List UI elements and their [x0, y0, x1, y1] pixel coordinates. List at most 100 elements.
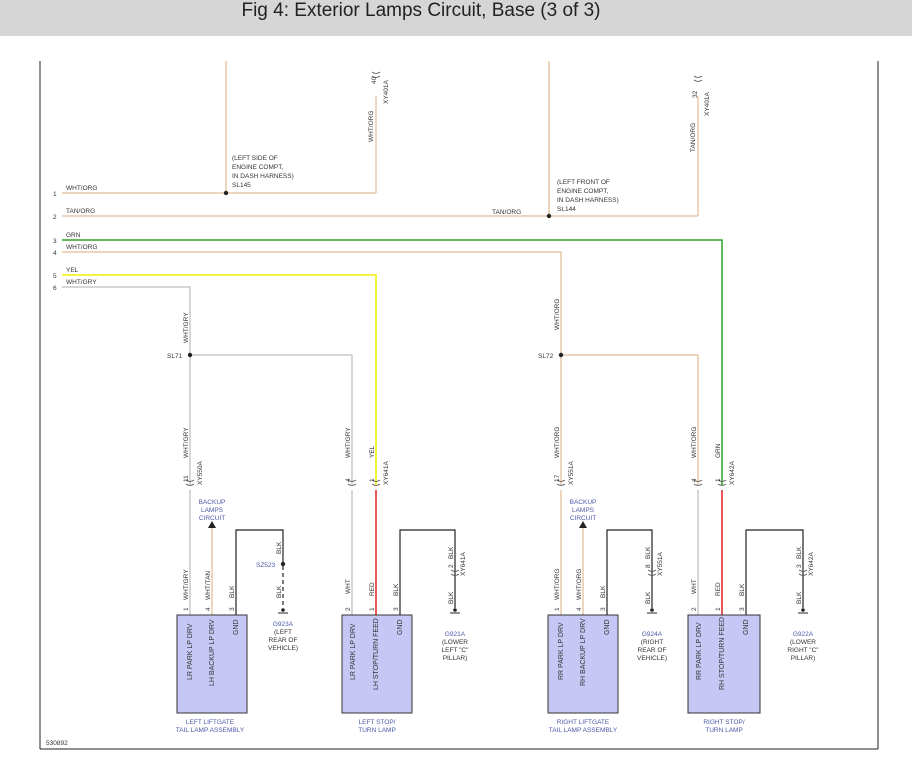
input-5-num: 5 — [53, 273, 57, 280]
label-stop-left-wht: WHT — [345, 579, 352, 594]
sl145-line4: SL145 — [232, 182, 251, 189]
wire-label-left-wht-gry: WHT/GRY — [183, 427, 190, 458]
label-stop-left-blk: BLK — [393, 583, 400, 596]
g922a-conn-id: XY642A — [808, 551, 815, 576]
wire-left-blk — [235, 529, 284, 615]
connector-stop-left-4: 4 — [345, 478, 357, 486]
backup-left-line1: BACKUP — [199, 499, 226, 506]
right-liftgate-label-1: RR PARK LP DRV — [558, 622, 565, 680]
g924a-conn-pin: 8 — [645, 564, 652, 568]
wire-label-stop-wht-gry: WHT/GRY — [345, 427, 352, 458]
pin-left-liftgate-3: 3 — [229, 607, 236, 611]
component-left-liftgate-tail-lamp: 1 4 3 LR PARK LP DRV LH BACKUP LP DRV GN… — [176, 607, 248, 734]
connector-xy551a-17: 17 XY551A — [554, 460, 575, 486]
g922a-line1: G922A — [793, 631, 814, 638]
splice-sl72-dot — [558, 352, 564, 358]
input-4-color: WHT/ORG — [66, 244, 97, 251]
splice-sl71-dot — [187, 352, 193, 358]
splice-sl145-dot — [223, 190, 229, 196]
pin-right-stop-2: 2 — [691, 607, 698, 611]
g921a-line4: PILLAR) — [443, 655, 468, 662]
right-liftgate-label-3: GND — [604, 619, 611, 635]
component-right-liftgate-tail-lamp: 1 4 3 RR PARK LP DRV RH BACKUP LP DRV GN… — [547, 607, 619, 734]
sl144-line3: IN DASH HARNESS) — [557, 197, 619, 204]
figure-title: Fig 4: Exterior Lamps Circuit, Base (3 o… — [241, 0, 601, 21]
label-left-wht-tan: WHT/TAN — [205, 571, 212, 600]
conn-40-pin: 40 — [371, 76, 378, 84]
wire-3-grn — [62, 239, 723, 485]
connector-xy641a-1: 1 XY641A — [369, 460, 390, 486]
g924a-line3: REAR OF — [638, 647, 667, 654]
g924a-line4: VEHICLE) — [637, 655, 667, 662]
sl144-line4: SL144 — [557, 206, 576, 213]
wire-label-wht-gry-upper: WHT/GRY — [183, 312, 190, 343]
pin-left-stop-1: 1 — [369, 607, 376, 611]
pin-right-stop-3: 3 — [739, 607, 746, 611]
connector-stop-right-4: 4 — [691, 478, 703, 486]
label-sz523-blk-upper: BLK — [276, 541, 283, 554]
conn-xy642a-pin: 1 — [715, 478, 722, 482]
g923a-line3: REAR OF — [269, 637, 298, 644]
label-left-blk: BLK — [229, 585, 236, 598]
g922a-line3: RIGHT "C" — [787, 647, 819, 654]
sz523-dot — [280, 561, 286, 567]
input-1-color: WHT/ORG — [66, 185, 97, 192]
conn-xy641a-id: XY641A — [383, 460, 390, 485]
backup-left-line2: LAMPS — [201, 507, 224, 514]
sl145-line1: (LEFT SIDE OF — [232, 155, 278, 162]
left-stop-label-1: LR PARK LP DRV — [350, 623, 357, 680]
g923a-line2: (LEFT — [274, 629, 292, 636]
pin-right-liftgate-4: 4 — [576, 607, 583, 611]
conn-xy642a-id: XY642A — [729, 460, 736, 485]
wire-stop-right-blk — [745, 529, 804, 615]
input-6-color: WHT/GRY — [66, 279, 97, 286]
component-right-stop-turn-lamp: 2 1 3 RR PARK LP DRV RH STOP/TURN FEED G… — [687, 607, 761, 734]
sl145-line2: ENGINE COMPT, — [232, 164, 283, 171]
backup-right-line1: BACKUP — [570, 499, 597, 506]
conn-40-id: XY401A — [383, 79, 390, 104]
sl145-line3: IN DASH HARNESS) — [232, 173, 294, 180]
g922a-conn-pin: 3 — [796, 564, 803, 568]
right-stop-name-1: RIGHT STOP/ — [703, 719, 744, 726]
g921a-line2: (LOWER — [442, 639, 468, 646]
left-stop-label-2: LH STOP/TURN FEED — [373, 618, 380, 690]
pin-right-stop-1: 1 — [715, 607, 722, 611]
left-liftgate-label-1: LR PARK LP DRV — [187, 623, 194, 680]
input-5-color: YEL — [66, 267, 79, 274]
left-liftgate-label-2: LH BACKUP LP DRV — [209, 619, 216, 686]
label-g922a-blk-lower: BLK — [796, 591, 803, 604]
g922a-line4: PILLAR) — [791, 655, 816, 662]
g921a-conn-pin: 2 — [448, 564, 455, 568]
left-stop-name-1: LEFT STOP/ — [359, 719, 396, 726]
wire-6 — [62, 286, 191, 485]
label-right-backup-wht-org: WHT/ORG — [576, 569, 583, 600]
ground-g921a-dot — [453, 608, 457, 612]
conn-xy550a-pin: 11 — [183, 475, 190, 482]
backup-arrow-left — [208, 521, 216, 528]
label-g922a-blk-upper: BLK — [796, 546, 803, 559]
pin-left-stop-2: 2 — [345, 607, 352, 611]
splice-sl144-dot — [546, 213, 552, 219]
right-stop-label-2: RH STOP/TURN FEED — [719, 617, 726, 690]
conn-32-symbol — [693, 75, 703, 82]
input-2-num: 2 — [53, 214, 57, 221]
conn-g924a-symbol — [647, 569, 657, 576]
label-right-blk: BLK — [600, 585, 607, 598]
label-right-wht-org: WHT/ORG — [554, 569, 561, 600]
g922a-line2: (LOWER — [790, 639, 816, 646]
tan-org-mid-label: TAN/ORG — [492, 209, 521, 216]
left-stop-name-2: TURN LAMP — [358, 727, 396, 734]
sl144-line1: (LEFT FRONT OF — [557, 179, 610, 186]
conn-g921a-symbol — [450, 569, 460, 576]
conn-32-wire: TAN/ORG — [690, 123, 697, 152]
input-6-num: 6 — [53, 285, 57, 292]
wire-5-yel — [62, 274, 377, 485]
pin-left-stop-3: 3 — [393, 607, 400, 611]
g921a-line1: G921A — [445, 631, 466, 638]
g921a-line3: LEFT "C" — [442, 647, 470, 654]
pin-left-liftgate-1: 1 — [183, 607, 190, 611]
right-liftgate-name-2: TAIL LAMP ASSEMBLY — [549, 727, 618, 734]
backup-arrow-right — [579, 521, 587, 528]
figure-header: Fig 4: Exterior Lamps Circuit, Base (3 o… — [0, 0, 912, 36]
left-stop-label-3: GND — [397, 619, 404, 635]
